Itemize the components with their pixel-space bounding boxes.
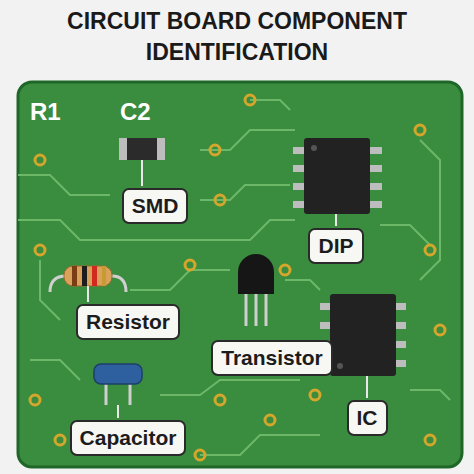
dip-chip (293, 138, 382, 226)
pcb-vias (30, 95, 445, 460)
label-text: IC (357, 405, 378, 431)
transistor-symbol (238, 254, 274, 326)
pcb-traces (18, 100, 450, 455)
capacitor-symbol (94, 364, 142, 418)
label-text: Resistor (86, 309, 170, 335)
label-text: Capacitor (80, 425, 177, 451)
label-text: SMD (132, 193, 179, 219)
component-label: Capacitor (70, 420, 187, 456)
component-label: SMD (122, 188, 189, 224)
smd-component (119, 138, 165, 186)
diagram-title: CIRCUIT BOARD COMPONENT IDENTIFICATION (37, 6, 437, 68)
pcb-board (18, 82, 462, 467)
part-designator: C2 (120, 98, 151, 126)
component-label: Transistor (211, 340, 333, 376)
component-label: IC (347, 400, 388, 436)
component-label: Resistor (76, 304, 180, 340)
component-label: DIP (308, 228, 363, 264)
resistor-symbol (50, 266, 126, 302)
part-designator: R1 (30, 98, 61, 126)
label-text: Transistor (221, 345, 323, 371)
ic-chip (320, 294, 406, 398)
label-text: DIP (318, 233, 353, 259)
